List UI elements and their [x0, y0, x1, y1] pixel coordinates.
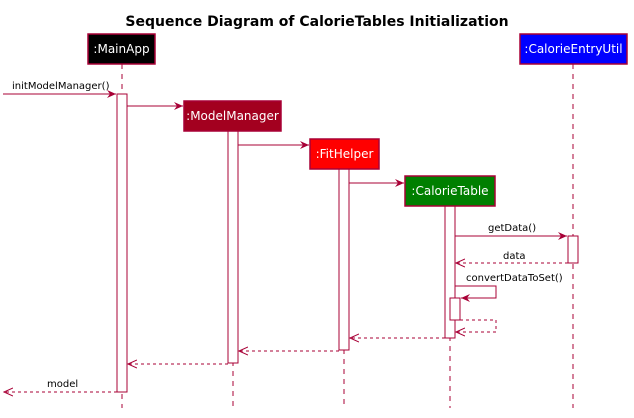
message-label: data [503, 251, 526, 262]
activation-calorieentryutil [567, 235, 579, 264]
participant-calorietable: :CalorieTable [404, 175, 496, 207]
message-convert-data-to-set: convertDataToSet() [455, 273, 563, 302]
message-model-return: model [4, 379, 117, 392]
message-label: model [47, 379, 78, 390]
participant-fithelper: :FitHelper [309, 138, 380, 170]
participant-calorieentryutil: :CalorieEntryUtil [519, 33, 628, 65]
message-arrow [455, 285, 497, 302]
activation-modelmanager [227, 130, 239, 364]
participant-box [404, 175, 496, 207]
participant-label: :CalorieEntryUtil [524, 42, 622, 56]
activation-mainapp [116, 93, 128, 393]
diagram-title: Sequence Diagram of CalorieTables Initia… [125, 14, 508, 30]
participant-label: :MainApp [93, 42, 149, 56]
participant-box [87, 33, 156, 65]
message-data-return: data [456, 251, 568, 263]
participant-label: :FitHelper [316, 147, 374, 161]
message-init-model-manager: initModelManager() [3, 81, 116, 98]
participant-box [183, 100, 282, 132]
participant-box [519, 33, 628, 65]
participant-mainapp: :MainApp [87, 33, 156, 65]
participant-label: :CalorieTable [411, 184, 488, 198]
activation-fithelper [338, 168, 350, 351]
message-label: initModelManager() [12, 81, 110, 92]
participant-box [309, 138, 380, 170]
messages: initModelManager() getData() data conver… [3, 81, 568, 392]
message-label: getData() [488, 223, 536, 234]
message-arrow [456, 319, 497, 332]
message-self-return [456, 319, 497, 332]
message-get-data: getData() [455, 223, 567, 240]
participant-label: :ModelManager [186, 109, 279, 123]
activation-calorietable-nested [449, 297, 461, 321]
participant-modelmanager: :ModelManager [183, 100, 282, 132]
message-label: convertDataToSet() [466, 273, 563, 284]
